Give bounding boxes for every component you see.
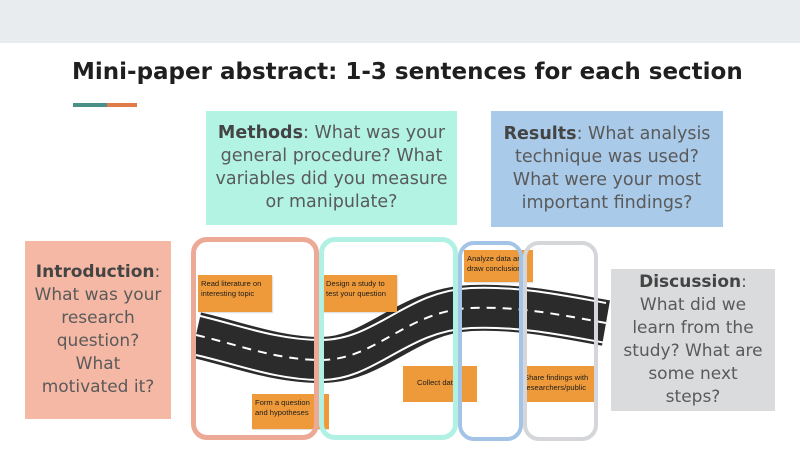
road-edge-line (195, 286, 607, 342)
discussion-heading: Discussion (639, 272, 742, 292)
sticky-note-design-study: Design a study to test your question (323, 275, 397, 312)
accent-teal (73, 103, 107, 107)
results-box: Results: What analysis technique was use… (491, 111, 723, 227)
discussion-box: Discussion: What did we learn from the s… (611, 269, 775, 411)
introduction-stage-frame (191, 237, 319, 440)
note-line: interesting topic (201, 289, 255, 298)
title-accent-bar (73, 103, 137, 107)
methods-box: Methods: What was your general procedure… (206, 111, 457, 225)
note-line: Analyze data and (467, 254, 526, 263)
slide-title: Mini-paper abstract: 1-3 sentences for e… (72, 59, 743, 85)
winding-road-illustration (190, 284, 610, 384)
discussion-body: : What did we learn from the study? What… (623, 272, 763, 407)
results-stage-frame (458, 241, 523, 441)
introduction-body: : What was your research question? What … (34, 262, 162, 397)
methods-body: : What was your general procedure? What … (215, 123, 448, 212)
note-clip-collect: Collect data (403, 366, 457, 402)
sticky-note-collect-tail (457, 366, 477, 402)
road-edge-line (195, 326, 607, 382)
results-body: : What analysis technique was used? What… (512, 124, 711, 213)
introduction-heading: Introduction (35, 262, 155, 282)
introduction-text: Introduction: What was your research que… (33, 261, 163, 399)
note-line: Read literature on (201, 279, 262, 288)
methods-heading: Methods (217, 123, 303, 143)
discussion-stage-frame (523, 241, 598, 441)
note-line: and hypotheses (255, 408, 309, 417)
methods-stage-frame (319, 237, 458, 440)
road-center-dashes (195, 306, 607, 362)
introduction-box: Introduction: What was your research que… (25, 241, 171, 419)
sticky-note-read-literature: Read literature on interesting topic (198, 275, 272, 312)
sticky-note-collect-data: Collect data (403, 366, 457, 402)
discussion-text: Discussion: What did we learn from the s… (619, 271, 767, 409)
note-line: Form a question (255, 398, 310, 407)
note-line: Collect data (417, 378, 457, 387)
note-line: researchers/public (527, 383, 587, 392)
note-clip-share: Share findings with researchers/public (527, 366, 595, 402)
note-line: draw conclusions (467, 264, 526, 273)
sticky-note-share-findings: Share findings with researchers/public (527, 366, 595, 402)
accent-orange (107, 103, 137, 107)
note-line: Share findings with (527, 373, 589, 382)
note-line: test your question (326, 289, 386, 298)
methods-text: Methods: What was your general procedure… (214, 122, 449, 214)
results-text: Results: What analysis technique was use… (499, 123, 715, 215)
results-heading: Results (503, 124, 577, 144)
note-line: Design a study to (326, 279, 385, 288)
